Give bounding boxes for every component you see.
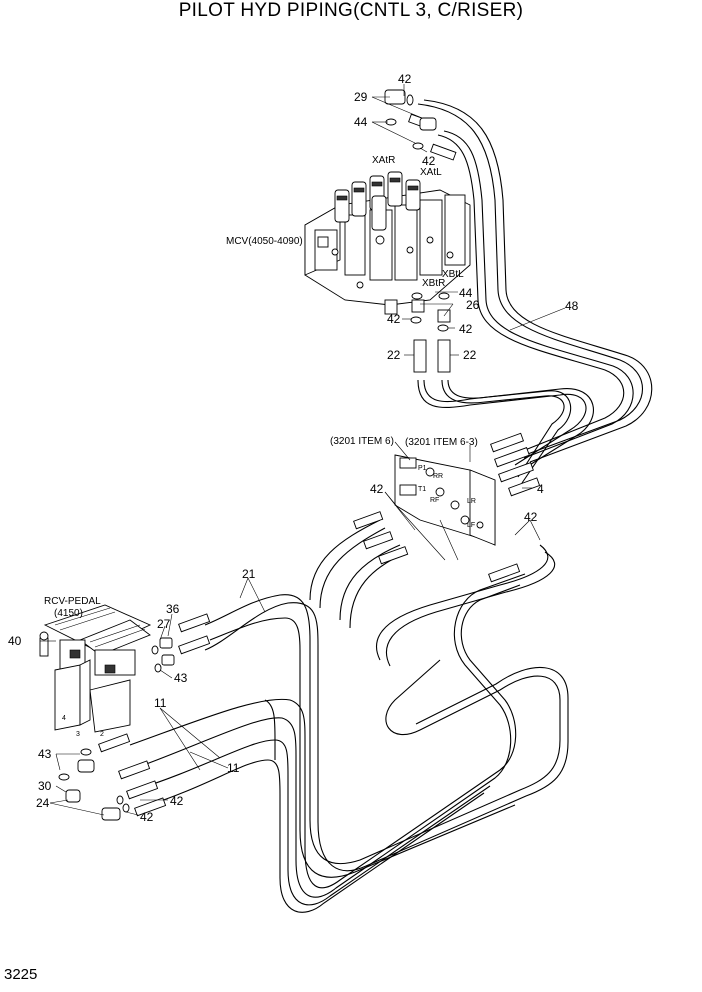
callout-42-right: 42 bbox=[459, 322, 473, 336]
callout-42-left: 42 bbox=[387, 312, 401, 326]
port-label-xbtr: XBtR bbox=[422, 278, 445, 289]
ref-3201-item6-3: (3201 ITEM 6-3) bbox=[405, 437, 478, 448]
callout-42-blockright: 42 bbox=[524, 510, 538, 524]
callout-36: 36 bbox=[166, 602, 180, 616]
port-label-p1: P1 bbox=[418, 465, 427, 472]
mcv-valve bbox=[304, 171, 471, 315]
callout-42-bottom1: 42 bbox=[170, 794, 184, 808]
port-label-xbtl: XBtL bbox=[442, 269, 464, 280]
port-label-xatl: XAtL bbox=[420, 167, 442, 178]
callout-42-block: 42 bbox=[370, 482, 384, 496]
callout-43-upper: 43 bbox=[174, 671, 188, 685]
callout-40: 40 bbox=[8, 634, 22, 648]
block-outlet-hoses bbox=[309, 519, 556, 667]
callout-21: 21 bbox=[242, 567, 256, 581]
callout-44-top: 44 bbox=[354, 115, 368, 129]
callout-43-lower: 43 bbox=[38, 747, 52, 761]
port-label-lr: LR bbox=[467, 498, 476, 505]
pedal-port-2: 2 bbox=[100, 731, 104, 738]
port-label-rf: RF bbox=[430, 497, 439, 504]
leader-lines bbox=[40, 84, 566, 816]
rcv-pedal-label: RCV-PEDAL bbox=[44, 596, 101, 607]
port-label-rr: RR bbox=[433, 473, 443, 480]
page-number: 3225 bbox=[4, 966, 38, 983]
pedal-fittings bbox=[58, 637, 175, 821]
callout-42-mid: 42 bbox=[422, 154, 436, 168]
port-label-t1: T1 bbox=[418, 486, 426, 493]
mcv-label: MCV(4050-4090) bbox=[226, 236, 303, 247]
callout-11-lower: 11 bbox=[227, 761, 240, 775]
callout-44-right: 44 bbox=[459, 286, 473, 300]
callout-22-right: 22 bbox=[463, 348, 477, 362]
callout-24: 24 bbox=[36, 796, 50, 810]
callout-26: 26 bbox=[466, 298, 480, 312]
callout-22-left: 22 bbox=[387, 348, 401, 362]
callout-42-top: 42 bbox=[398, 72, 412, 86]
callout-27: 27 bbox=[157, 617, 171, 631]
callout-42-bottom2: 42 bbox=[140, 810, 154, 824]
pedal-port-4: 4 bbox=[62, 715, 66, 722]
hose-fittings bbox=[98, 113, 541, 817]
diagram-title: PILOT HYD PIPING(CNTL 3, C/RISER) bbox=[178, 0, 524, 21]
hose-11 bbox=[129, 573, 526, 913]
mcv-fittings bbox=[384, 89, 451, 332]
hose-21 bbox=[204, 594, 569, 878]
callout-11-upper: 11 bbox=[154, 696, 167, 710]
callout-30: 30 bbox=[38, 779, 52, 793]
callout-4: 4 bbox=[537, 482, 544, 496]
rcv-pedal bbox=[39, 604, 152, 733]
rcv-pedal-ref: (4150) bbox=[54, 608, 83, 619]
distribution-block bbox=[394, 454, 496, 546]
port-label-lf: LF bbox=[467, 522, 475, 529]
callout-29: 29 bbox=[354, 90, 368, 104]
ref-3201-item6: (3201 ITEM 6) bbox=[330, 436, 394, 447]
pedal-port-3: 3 bbox=[76, 731, 80, 738]
hose-22 bbox=[417, 379, 594, 484]
port-label-xatr: XAtR bbox=[372, 155, 395, 166]
callout-48: 48 bbox=[565, 299, 579, 313]
